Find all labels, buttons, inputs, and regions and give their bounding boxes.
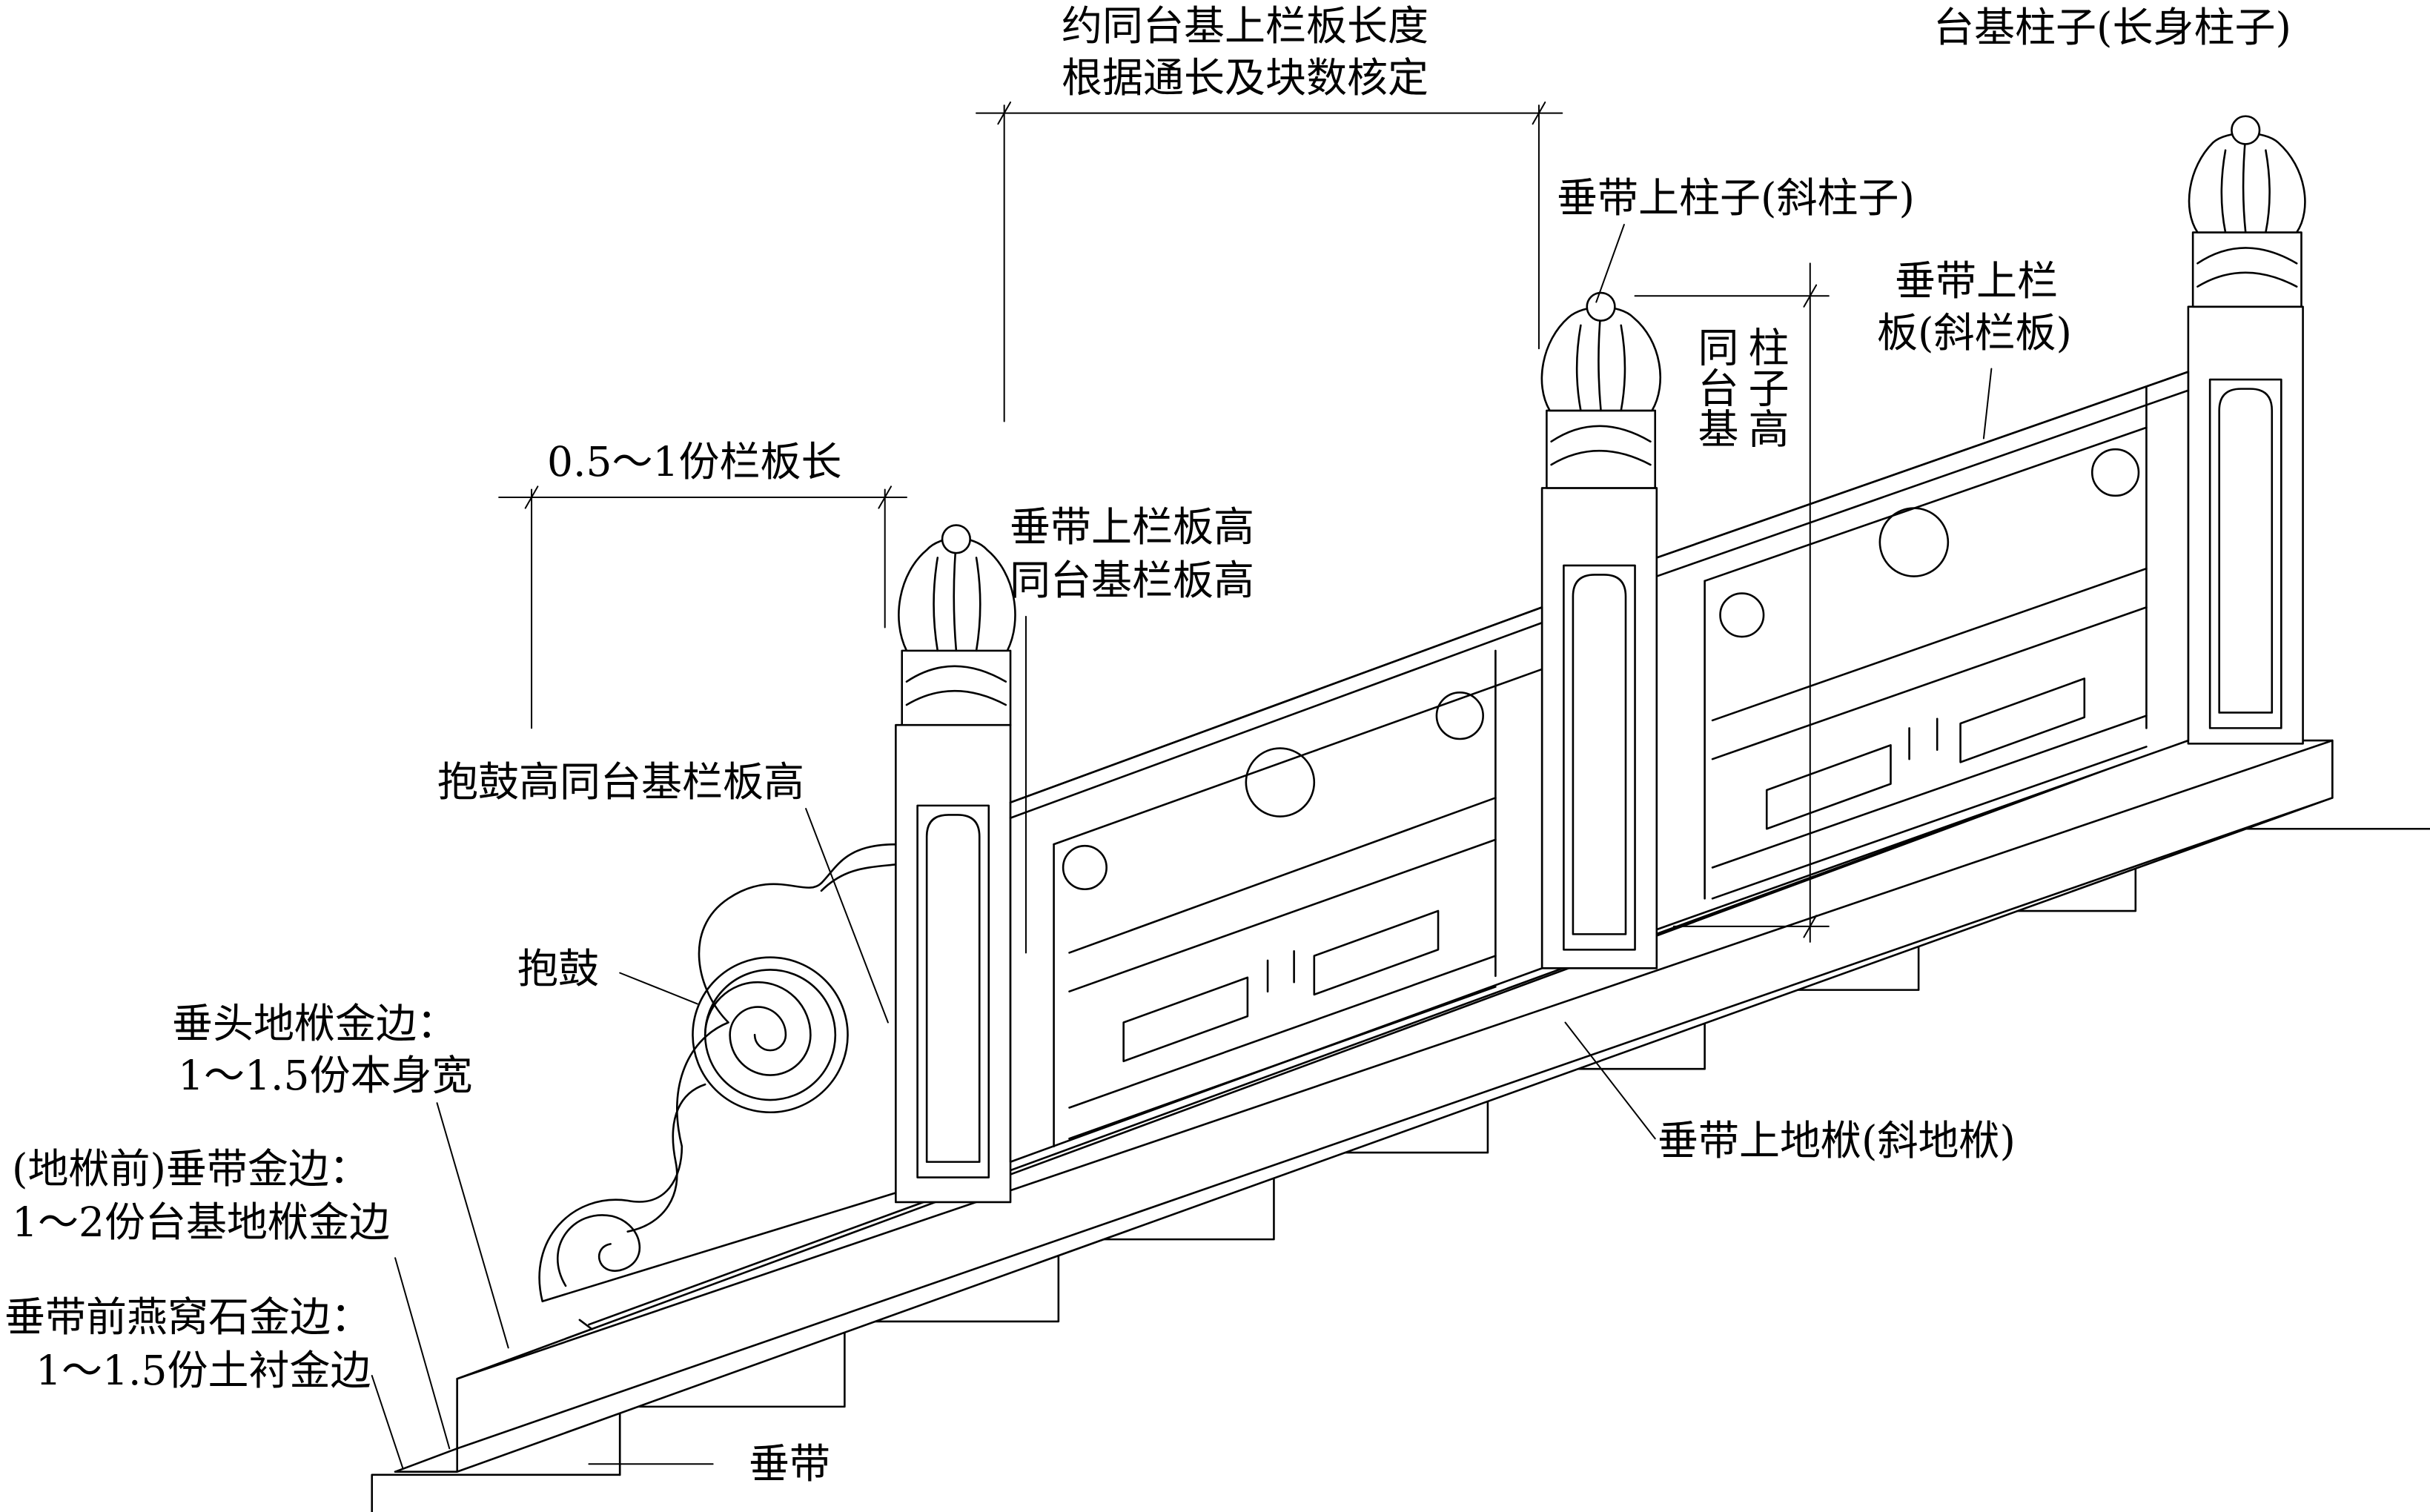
lower-slanted-panel	[1010, 607, 1542, 1161]
upper-slanted-panel	[1657, 372, 2188, 929]
top-dimension-label-line1: 约同台基上栏板长度	[1062, 2, 1429, 50]
step-margin-label-line1: 垂带前燕窝石金边：	[4, 1293, 372, 1341]
head-sill-margin-label-line2: 1～1.5份本身宽	[178, 1052, 473, 1099]
drum-label: 抱鼓	[517, 945, 600, 992]
slope-margin-label-line2: 1～2份台基地栿金边	[12, 1198, 390, 1246]
slanted-sill-label: 垂带上地栿(斜地栿)	[1658, 1117, 2016, 1164]
base-post-label: 台基柱子(长身柱子)	[1933, 4, 2291, 51]
dimension-lines	[499, 102, 1829, 953]
panel-height-label-line2: 同台基栏板高	[1010, 557, 1255, 604]
lower-post	[895, 525, 1015, 1202]
leader-lines	[372, 225, 1992, 1468]
partial-panel-length-label: 0.5～1份栏板长	[547, 438, 842, 485]
drum-stone	[540, 844, 896, 1302]
slanted-panel-label-line2: 板(斜栏板)	[1877, 309, 2072, 357]
slope-stone-label: 垂带	[749, 1440, 831, 1488]
slanted-panel-label-line1: 垂带上栏	[1895, 257, 2059, 305]
slanted-sill	[580, 740, 2185, 1329]
base-post	[2188, 116, 2305, 744]
step-margin-label-line2: 1～1.5份土衬金边	[36, 1347, 371, 1394]
head-sill-margin-label-line1: 垂头地栿金边：	[172, 1000, 458, 1047]
top-dimension-label-line2: 根据通长及块数核定	[1062, 54, 1429, 102]
panel-height-label-line1: 垂带上栏板高	[1010, 503, 1255, 551]
post-height-label-line1: 同台基	[1691, 326, 1738, 448]
upper-post-label: 垂带上柱子(斜柱子)	[1557, 174, 1915, 222]
post-height-label-line2: 柱子高	[1741, 326, 1789, 448]
slope-margin-label-line1: (地栿前)垂带金边：	[12, 1145, 370, 1193]
middle-post	[1542, 293, 1661, 968]
drum-height-label: 抱鼓高同台基栏板高	[437, 758, 805, 806]
